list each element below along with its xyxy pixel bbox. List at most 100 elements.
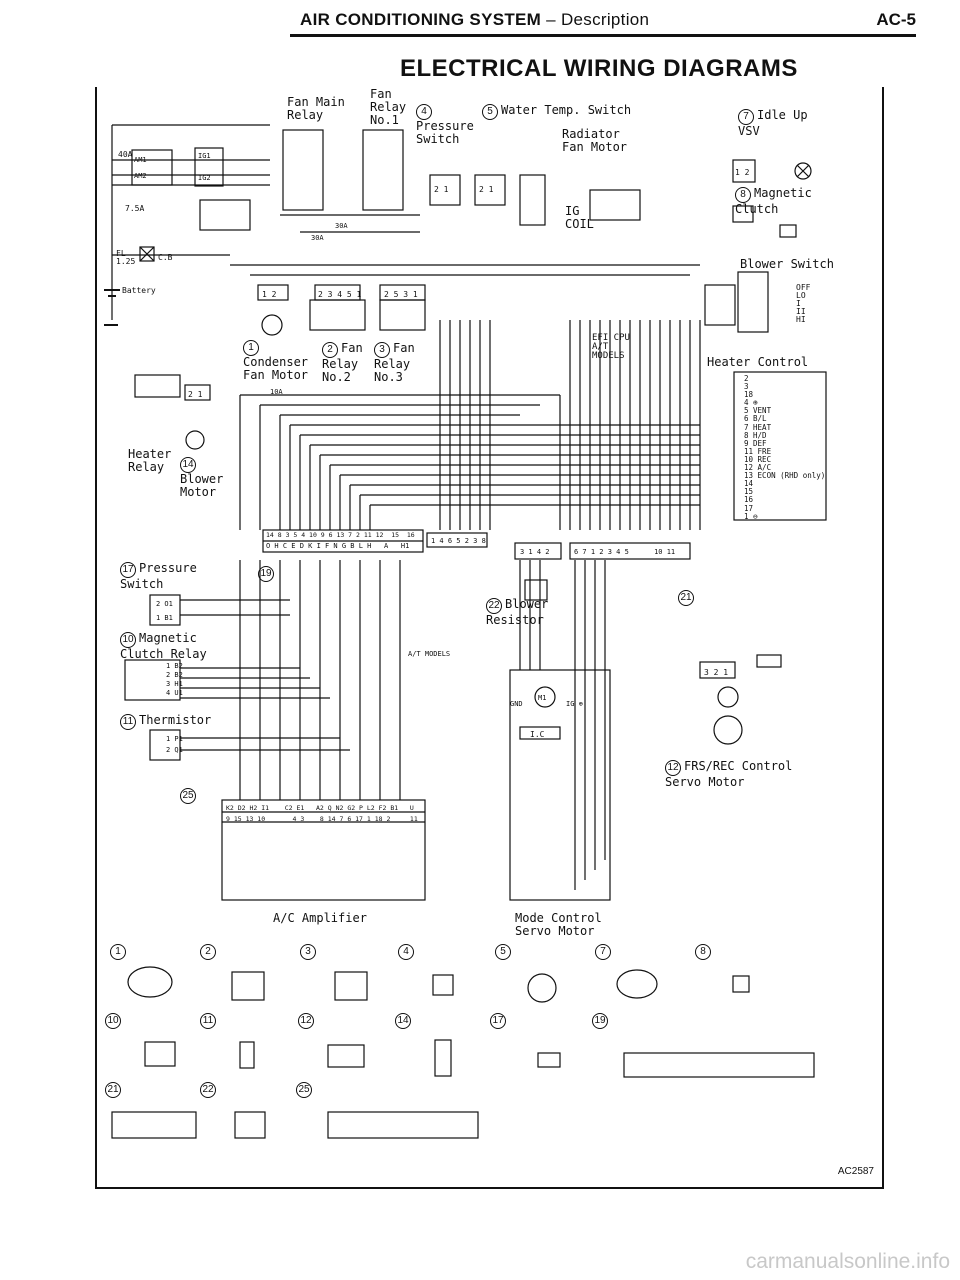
fan-relay-3-name: Fan Relay No.3 xyxy=(374,341,415,384)
cv-2-badge: 2 xyxy=(200,944,216,960)
fuse-10a-label: 10A xyxy=(270,388,283,396)
figure-id: AC2587 xyxy=(837,1166,874,1177)
number-5-badge: 5 xyxy=(482,104,498,120)
hc-pin: 6 B/L xyxy=(744,414,767,424)
cv-11-badge: 11 xyxy=(200,1013,216,1029)
radiator-fan-motor-label: Radiator Fan Motor xyxy=(562,127,628,154)
magnetic-clutch-relay-name: Magnetic Clutch Relay xyxy=(120,631,207,661)
connector-view-4: 4 xyxy=(398,944,417,960)
cv-1-badge: 1 xyxy=(110,944,126,960)
number-3-badge: 3 xyxy=(374,342,390,358)
cv-4-badge: 4 xyxy=(398,944,414,960)
section-name: AIR CONDITIONING SYSTEM xyxy=(300,10,542,29)
mcr-pin-4: 4 U1 xyxy=(166,689,183,697)
hc-pin: 14 xyxy=(744,479,754,489)
connector-view-22: 22 xyxy=(200,1082,219,1098)
number-21-badge: 21 xyxy=(678,590,694,606)
fan-relay-2-name: Fan Relay No.2 xyxy=(322,341,363,384)
idle-up-vsv-pins: 1 2 xyxy=(735,168,750,177)
page-header: AIR CONDITIONING SYSTEM – Description AC… xyxy=(0,8,960,37)
mode-servo-m1: M1 xyxy=(538,694,547,702)
pos-off: OFF xyxy=(796,283,811,292)
hc-pin: 16 xyxy=(744,495,754,505)
mcr-pin-2: 2 B2 xyxy=(166,671,183,679)
hc-pin: 11 FRE xyxy=(744,446,772,456)
hc-pin: 17 xyxy=(744,503,754,513)
cv-14-badge: 14 xyxy=(395,1013,411,1029)
fuse-7-5a-label: 7.5A xyxy=(125,204,145,213)
ic-label: I.C xyxy=(530,730,545,739)
amp-connectors xyxy=(262,529,782,745)
number-4-badge: 4 xyxy=(416,104,432,120)
ac-amplifier-label: A/C Amplifier xyxy=(273,911,367,925)
hc-pin: 13 ECON (RHD only) xyxy=(744,471,826,481)
hc-pin: 1 ⊖ xyxy=(744,511,758,521)
number-19-badge: 19 xyxy=(258,566,274,582)
harness-bus xyxy=(230,264,701,530)
blower-motor-name: Blower Motor xyxy=(180,472,224,499)
thermistor-name: Thermistor xyxy=(139,713,212,727)
fan-relay-3-pins: 2 5 3 1 xyxy=(384,290,418,299)
cv-5-badge: 5 xyxy=(495,944,511,960)
number-12-badge: 12 xyxy=(665,760,681,776)
frs-servo-name: FRS/REC Control Servo Motor xyxy=(665,759,793,789)
number-21-marker: 21 xyxy=(678,590,697,606)
hc-pin: 8 H/D xyxy=(744,430,767,440)
hc-pin: 2 xyxy=(744,374,749,383)
amp-bottom-numbers: 9 15 13 10 4 3 8 14 7 6 17 1 18 2 11 xyxy=(226,815,418,823)
connector-view-5: 5 xyxy=(495,944,514,960)
at-models-label: A/T MODELS xyxy=(408,650,451,658)
number-17-badge: 17 xyxy=(120,562,136,578)
header-rule xyxy=(290,34,916,37)
number-8-badge: 8 xyxy=(735,187,751,203)
fuse-30a-a-label: 30A xyxy=(335,222,348,230)
connector-view-25: 25 xyxy=(296,1082,315,1098)
heater-control-pins: 2 3 18 4 ⊕ 5 VENT 6 B/L 7 HEAT 8 H/D 9 D… xyxy=(744,374,826,521)
ps17-pin-b: 1 B1 xyxy=(156,614,173,622)
ps17-pin-a: 2 O1 xyxy=(156,600,173,608)
fan-relays xyxy=(134,284,426,450)
water-temp-switch-name: Water Temp. Switch xyxy=(501,103,632,117)
fuse-40a-label: 40A xyxy=(118,150,133,159)
amp-connector-d: 6 7 1 2 3 4 5 10 11 xyxy=(574,548,676,556)
fan-main-relay-pins: 1 2 xyxy=(262,290,277,299)
number-19-marker: 19 xyxy=(258,566,277,582)
connector-view-8: 8 xyxy=(695,944,714,960)
heater-control-label: Heater Control xyxy=(707,355,809,369)
ig1-label: IG1 xyxy=(198,152,211,160)
amp-connector-c: 3 1 4 2 xyxy=(520,548,550,556)
mode-servo-gnd: GND xyxy=(510,700,523,708)
pressure-switch-4-name: Pressure Switch xyxy=(416,119,474,146)
blower-resistor-name: Blower Resistor xyxy=(486,597,549,627)
page-number: AC-5 xyxy=(876,10,916,29)
number-25-badge: 25 xyxy=(180,788,196,804)
connector-view-2: 2 xyxy=(200,944,219,960)
connector-views xyxy=(111,966,815,1139)
watermark: carmanualsonline.info xyxy=(745,1250,950,1273)
fl-label: FL 1.25 xyxy=(116,249,136,266)
cv-19-badge: 19 xyxy=(592,1013,608,1029)
hc-pin: 12 A/C xyxy=(744,463,772,473)
am1-label: AM1 xyxy=(134,156,147,164)
blower-switch-positions: OFF LO I II HI xyxy=(796,284,810,324)
hc-pin: 4 ⊕ xyxy=(744,398,758,408)
connector-view-7: 7 xyxy=(595,944,614,960)
connector-view-1: 1 xyxy=(110,944,129,960)
thermistor-pins: 1 P1 2 Q1 xyxy=(166,734,183,756)
blower-switch-label: Blower Switch xyxy=(740,257,834,271)
radiator-pins: 2 1 xyxy=(479,185,494,194)
mcr-pins: 1 B2 2 B2 3 H1 4 U1 xyxy=(166,662,183,698)
hc-pin: 7 HEAT xyxy=(744,422,772,432)
magnetic-clutch-name: Magnetic Clutch xyxy=(735,186,812,216)
fan-main-relay-label: Fan Main Relay xyxy=(287,95,345,122)
cv-3-badge: 3 xyxy=(300,944,316,960)
